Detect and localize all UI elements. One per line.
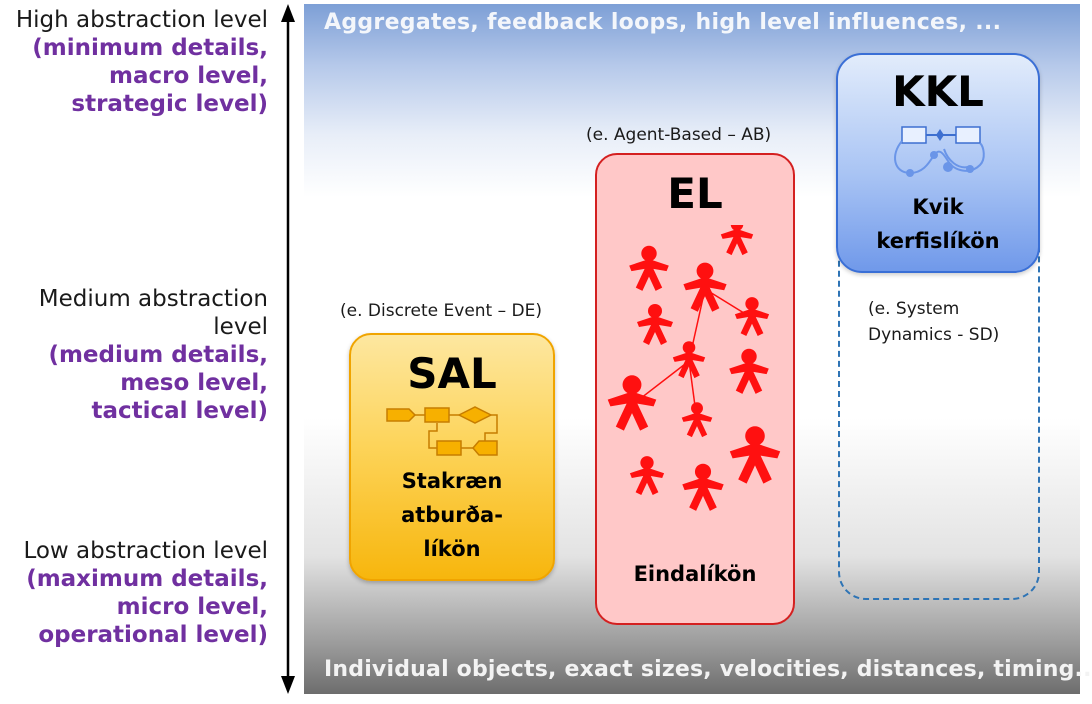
low-abstraction-label: Low abstraction level (maximum details, … — [23, 537, 268, 649]
agent-icon — [672, 341, 706, 379]
kkl-note-2: Dynamics - SD) — [868, 325, 1000, 345]
el-note: (e. Agent-Based – AB) — [586, 125, 772, 145]
medium-level-detail-1: (medium details, — [48, 342, 268, 368]
sal-label-1: Stakræn — [401, 469, 503, 493]
abstraction-axis-arrow — [281, 4, 295, 694]
low-level-title: Low abstraction level — [23, 538, 268, 564]
kkl-dashed-outline — [838, 236, 1040, 600]
agent-icon — [729, 348, 769, 394]
medium-level-title: Medium abstraction level — [38, 286, 268, 340]
low-level-detail-3: operational level) — [38, 622, 268, 648]
agent-icon — [607, 375, 657, 431]
sal-box: SAL Stakræn atburða- líkön — [349, 333, 555, 581]
high-level-title: High abstraction level — [15, 7, 268, 33]
agent-icon — [629, 245, 669, 291]
el-label: Eindalíkön — [633, 562, 757, 586]
medium-level-detail-3: tactical level) — [91, 398, 268, 424]
agent-icon — [734, 297, 770, 337]
agent-icon — [729, 426, 781, 484]
top-band-text: Aggregates, feedback loops, high level i… — [324, 10, 1002, 35]
low-level-detail-2: micro level, — [116, 594, 268, 620]
agent-icon — [683, 262, 727, 312]
sal-title: SAL — [407, 349, 497, 398]
medium-abstraction-label: Medium abstraction level (medium details… — [0, 285, 268, 425]
sal-note: (e. Discrete Event – DE) — [340, 301, 542, 321]
high-level-detail-1: (minimum details, — [32, 35, 268, 61]
agents-network-icon — [607, 225, 781, 511]
medium-level-detail-2: meso level, — [120, 370, 268, 396]
high-abstraction-label: High abstraction level (minimum details,… — [16, 6, 268, 118]
agent-icon — [681, 402, 713, 438]
bottom-band-text: Individual objects, exact sizes, velocit… — [324, 657, 1092, 682]
el-box: EL Eindalíkön — [595, 153, 795, 625]
sal-label-2: atburða- — [401, 503, 503, 527]
system-dynamics-icon — [894, 126, 985, 177]
flowchart-icon — [386, 406, 498, 456]
kkl-box: KKL Kvik kerfislíkön — [836, 53, 1040, 273]
high-level-detail-3: strategic level) — [71, 91, 268, 117]
el-title: EL — [667, 169, 723, 218]
agent-icon — [629, 456, 665, 496]
kkl-label-1: Kvik — [912, 195, 964, 219]
sal-label-3: líkön — [423, 537, 481, 561]
high-level-detail-2: macro level, — [109, 63, 268, 89]
agent-icon — [720, 225, 754, 256]
kkl-title: KKL — [892, 67, 984, 116]
kkl-label-2: kerfislíkön — [876, 229, 1000, 253]
agent-icon — [637, 304, 673, 345]
kkl-note-1: (e. System — [868, 299, 960, 319]
low-level-detail-1: (maximum details, — [26, 566, 268, 592]
agent-icon — [682, 463, 724, 511]
